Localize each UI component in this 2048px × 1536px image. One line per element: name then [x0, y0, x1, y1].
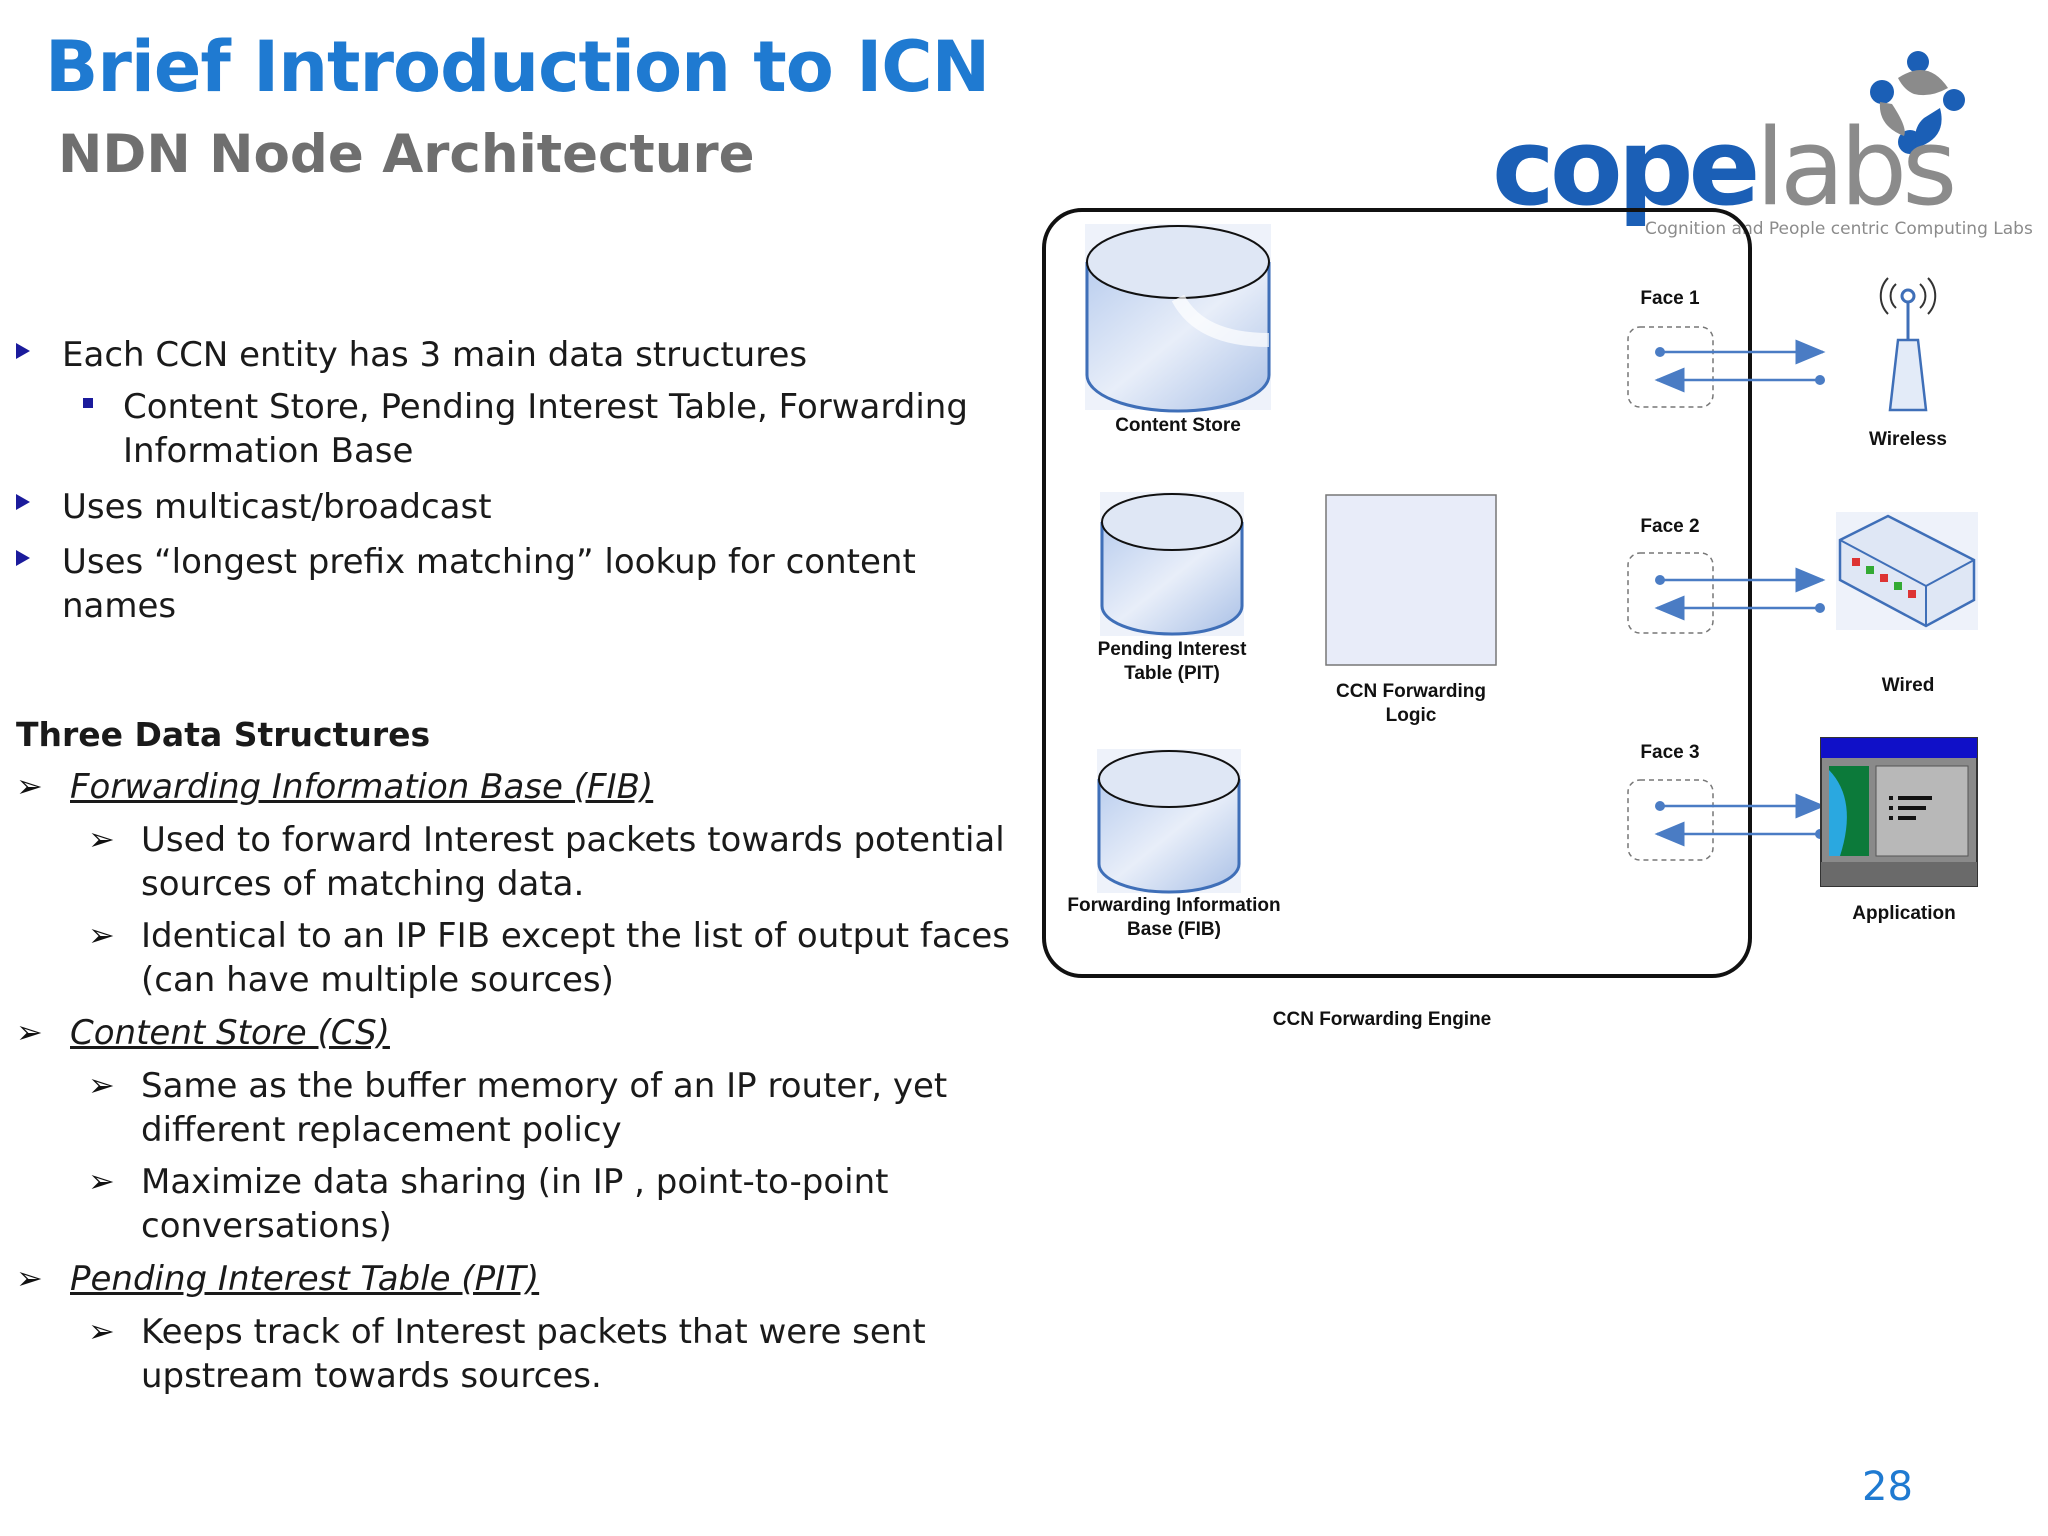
slide-subtitle: NDN Node Architecture [58, 124, 755, 185]
section-heading: Three Data Structures [16, 715, 431, 754]
bullet-item: Uses “longest prefix matching” lookup fo… [62, 542, 916, 582]
wireless-antenna-icon [1879, 277, 1937, 412]
face-2-label: Face 2 [1640, 516, 1700, 537]
slide-title: Brief Introduction to ICN [45, 26, 990, 108]
fib-point-cont: sources of matching data. [141, 864, 585, 904]
face-3-label: Face 3 [1640, 742, 1700, 763]
fib-point: Used to forward Interest packets towards… [141, 820, 1005, 860]
cs-point: Same as the buffer memory of an IP route… [141, 1066, 948, 1106]
bullet-item: Uses multicast/broadcast [62, 487, 492, 527]
bullet-marker [16, 343, 30, 359]
face-2-connector [1627, 552, 1826, 634]
content-store-cylinder-icon [1085, 224, 1271, 413]
content-store-label: Content Store [1115, 415, 1241, 436]
sub-bullet-item: Content Store, Pending Interest Table, F… [123, 387, 968, 427]
forwarding-logic-box [1325, 494, 1497, 666]
wireless-label: Wireless [1869, 429, 1947, 450]
cs-point-cont: different replacement policy [141, 1110, 622, 1150]
bullet-item: Each CCN entity has 3 main data structur… [62, 335, 808, 375]
application-window-icon [1820, 737, 1978, 887]
application-label: Application [1852, 903, 1956, 924]
arrow-bullet-icon: ➢ [88, 820, 115, 858]
bullet-item-cont: names [62, 586, 177, 626]
page-number: 28 [1862, 1464, 1913, 1510]
pit-point: Keeps track of Interest packets that wer… [141, 1312, 926, 1352]
pit-point-cont: upstream towards sources. [141, 1356, 602, 1396]
arrow-bullet-icon: ➢ [88, 916, 115, 954]
sub-bullet-item-cont: Information Base [123, 431, 414, 471]
cs-title: Content Store (CS) [70, 1013, 390, 1053]
arrow-bullet-icon: ➢ [16, 767, 43, 805]
face-1-connector [1627, 326, 1826, 408]
fib-cylinder-icon [1097, 749, 1241, 894]
forwarding-engine-box [1042, 208, 1752, 978]
forwarding-engine-label: CCN Forwarding Engine [1272, 1009, 1492, 1030]
pit-title: Pending Interest Table (PIT) [70, 1259, 540, 1299]
fib-point: Identical to an IP FIB except the list o… [141, 916, 1011, 956]
wired-label: Wired [1881, 675, 1935, 696]
fib-point-cont: (can have multiple sources) [141, 960, 614, 1000]
wired-switch-icon [1836, 512, 1978, 630]
face-1-label: Face 1 [1640, 288, 1700, 309]
arrow-bullet-icon: ➢ [88, 1066, 115, 1104]
arrow-bullet-icon: ➢ [16, 1013, 43, 1051]
cs-point: Maximize data sharing (in IP , point-to-… [141, 1162, 889, 1202]
pit-cylinder-icon [1100, 492, 1244, 636]
arrow-bullet-icon: ➢ [88, 1162, 115, 1200]
arrow-bullet-icon: ➢ [88, 1312, 115, 1350]
bullet-marker [16, 550, 30, 566]
sub-bullet-marker [83, 398, 93, 408]
copelabs-logo: copelabs [1492, 106, 1957, 229]
fib-title: Forwarding Information Base (FIB) [70, 767, 654, 807]
face-3-connector [1627, 779, 1826, 861]
arrow-bullet-icon: ➢ [16, 1259, 43, 1297]
bullet-marker [16, 494, 30, 510]
cs-point-cont: conversations) [141, 1206, 392, 1246]
